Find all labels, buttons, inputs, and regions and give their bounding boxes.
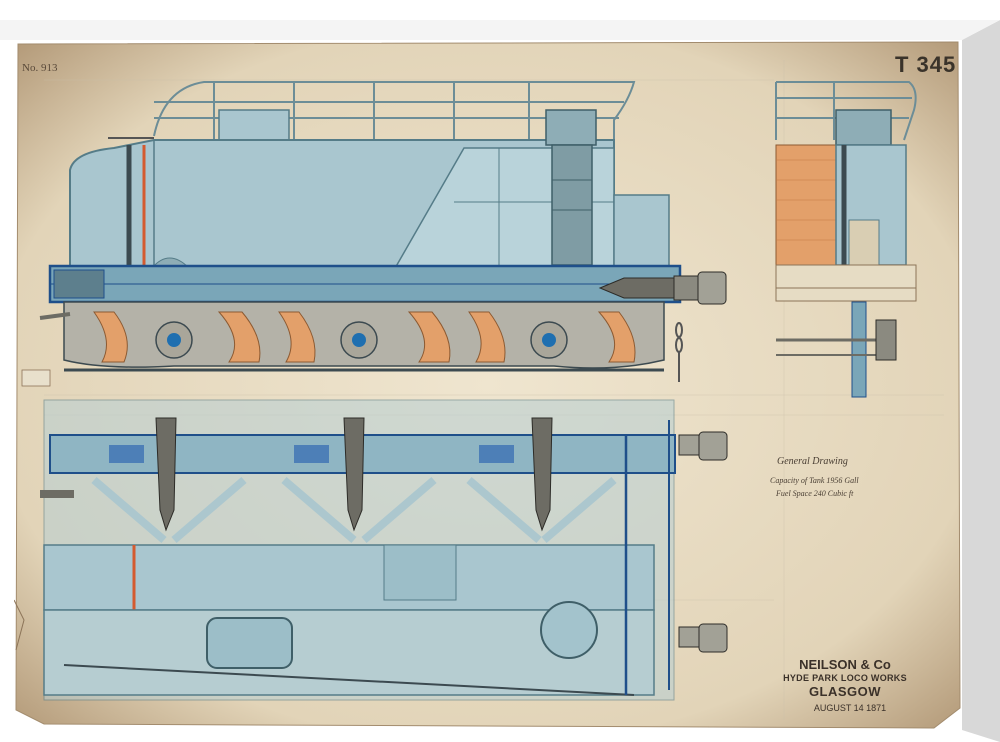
technical-drawing-sheet xyxy=(14,41,961,729)
buffer-icon xyxy=(598,271,727,305)
maker-works: HYDE PARK LOCO WORKS xyxy=(783,673,907,683)
water-filler-icon xyxy=(545,109,597,266)
side-elevation xyxy=(21,81,727,387)
maker-date: AUGUST 14 1871 xyxy=(813,703,887,713)
note-fuel-space: Fuel Space 240 Cubic ft xyxy=(776,489,854,498)
maker-name: NEILSON & Co xyxy=(799,657,891,672)
wheel-axlebox-icon xyxy=(155,321,568,359)
maker-city: GLASGOW xyxy=(808,684,882,699)
leaf-springs xyxy=(93,311,636,363)
note-capacity: Capacity of Tank 1956 Gall xyxy=(770,476,859,485)
serial-number: No. 913 xyxy=(22,62,58,74)
coupling-chain-icon xyxy=(675,322,683,382)
plan-view xyxy=(40,399,728,701)
axles xyxy=(155,417,553,532)
end-elevation xyxy=(775,81,917,398)
drawing-number: T 345 xyxy=(895,52,957,77)
note-title: General Drawing xyxy=(777,456,848,467)
